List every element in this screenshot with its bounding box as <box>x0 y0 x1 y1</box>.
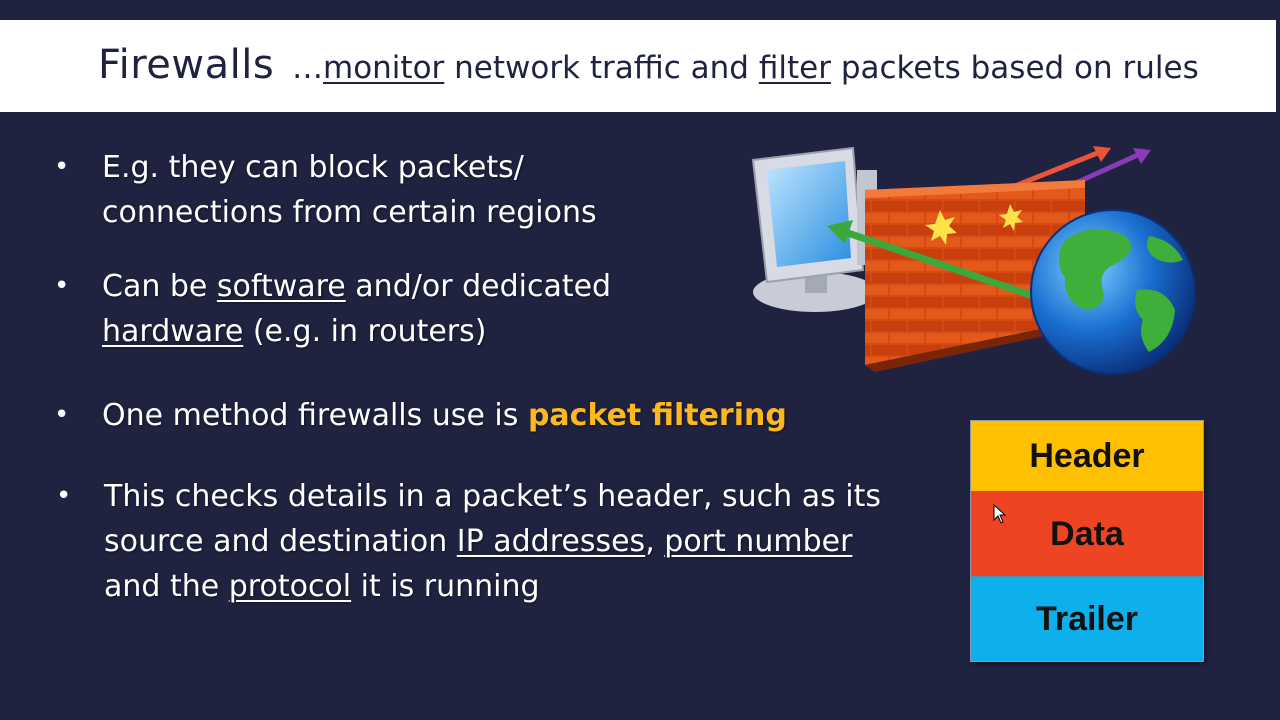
subtitle-word-filter: filter <box>758 50 831 86</box>
bullet-1-line-2: connections from certain regions <box>102 195 597 230</box>
bullet-3-highlight-packet-filtering: packet filtering <box>527 398 787 433</box>
packet-data-segment: Data <box>971 491 1203 576</box>
bullet-4-line-1: This checks details in a packet’s header… <box>104 479 881 514</box>
bullet-4-word-ip-addresses: IP addresses <box>456 524 646 559</box>
bullet-dot-1: • <box>54 152 70 182</box>
bullet-4: This checks details in a packet’s header… <box>104 474 881 609</box>
bullet-4-word-port-number: port number <box>664 524 853 559</box>
bullet-3: One method firewalls use is packet filte… <box>102 393 787 438</box>
bullet-2-word-software: software <box>216 269 346 304</box>
bullet-2-word-hardware: hardware <box>102 314 244 349</box>
packet-diagram: Header Data Trailer <box>970 420 1204 662</box>
mouse-cursor-icon <box>993 504 1007 524</box>
brick-firewall-icon <box>865 180 1091 372</box>
bullet-2-text-e: (e.g. in routers) <box>243 314 487 349</box>
title-bar <box>0 20 1276 112</box>
subtitle-prefix: … <box>292 50 323 86</box>
bullet-1: E.g. they can block packets/ connections… <box>102 145 597 235</box>
bullet-4-line-2: source and destination IP addresses, por… <box>104 519 881 564</box>
subtitle-end: packets based on rules <box>830 50 1199 86</box>
globe-icon <box>1030 209 1196 375</box>
computer-monitor-icon <box>751 146 877 312</box>
bullet-dot-3: • <box>54 400 70 430</box>
firewall-illustration <box>751 146 1196 375</box>
bullet-2-text-a: Can be <box>102 269 217 304</box>
bullet-4-text-h: it is running <box>351 569 540 604</box>
bullet-4-word-protocol: protocol <box>228 569 352 604</box>
packet-trailer-segment: Trailer <box>971 576 1203 661</box>
bullet-4-text-b: source and destination <box>104 524 457 559</box>
bullet-4-text-f: and the <box>104 569 229 604</box>
bullet-2-line-1: Can be software and/or dedicated <box>102 264 611 309</box>
slide-subtitle: …monitor network traffic and filter pack… <box>292 50 1199 86</box>
bullet-4-line-3: and the protocol it is running <box>104 564 881 609</box>
slide-title: Firewalls <box>98 42 275 88</box>
bullet-dot-2: • <box>54 271 70 301</box>
packet-header-segment: Header <box>971 421 1203 491</box>
allowed-arrow-icon <box>827 220 1047 304</box>
subtitle-word-monitor: monitor <box>323 50 445 86</box>
bullet-3-text-a: One method firewalls use is <box>102 398 528 433</box>
bullet-1-line-1: E.g. they can block packets/ <box>102 150 524 185</box>
bullet-2-text-c: and/or dedicated <box>345 269 612 304</box>
bullet-dot-4: • <box>56 481 72 511</box>
bullet-4-text-d: , <box>645 524 665 559</box>
bullet-2: Can be software and/or dedicated hardwar… <box>102 264 611 354</box>
subtitle-mid: network traffic and <box>444 50 759 86</box>
bullet-2-line-2: hardware (e.g. in routers) <box>102 309 611 354</box>
